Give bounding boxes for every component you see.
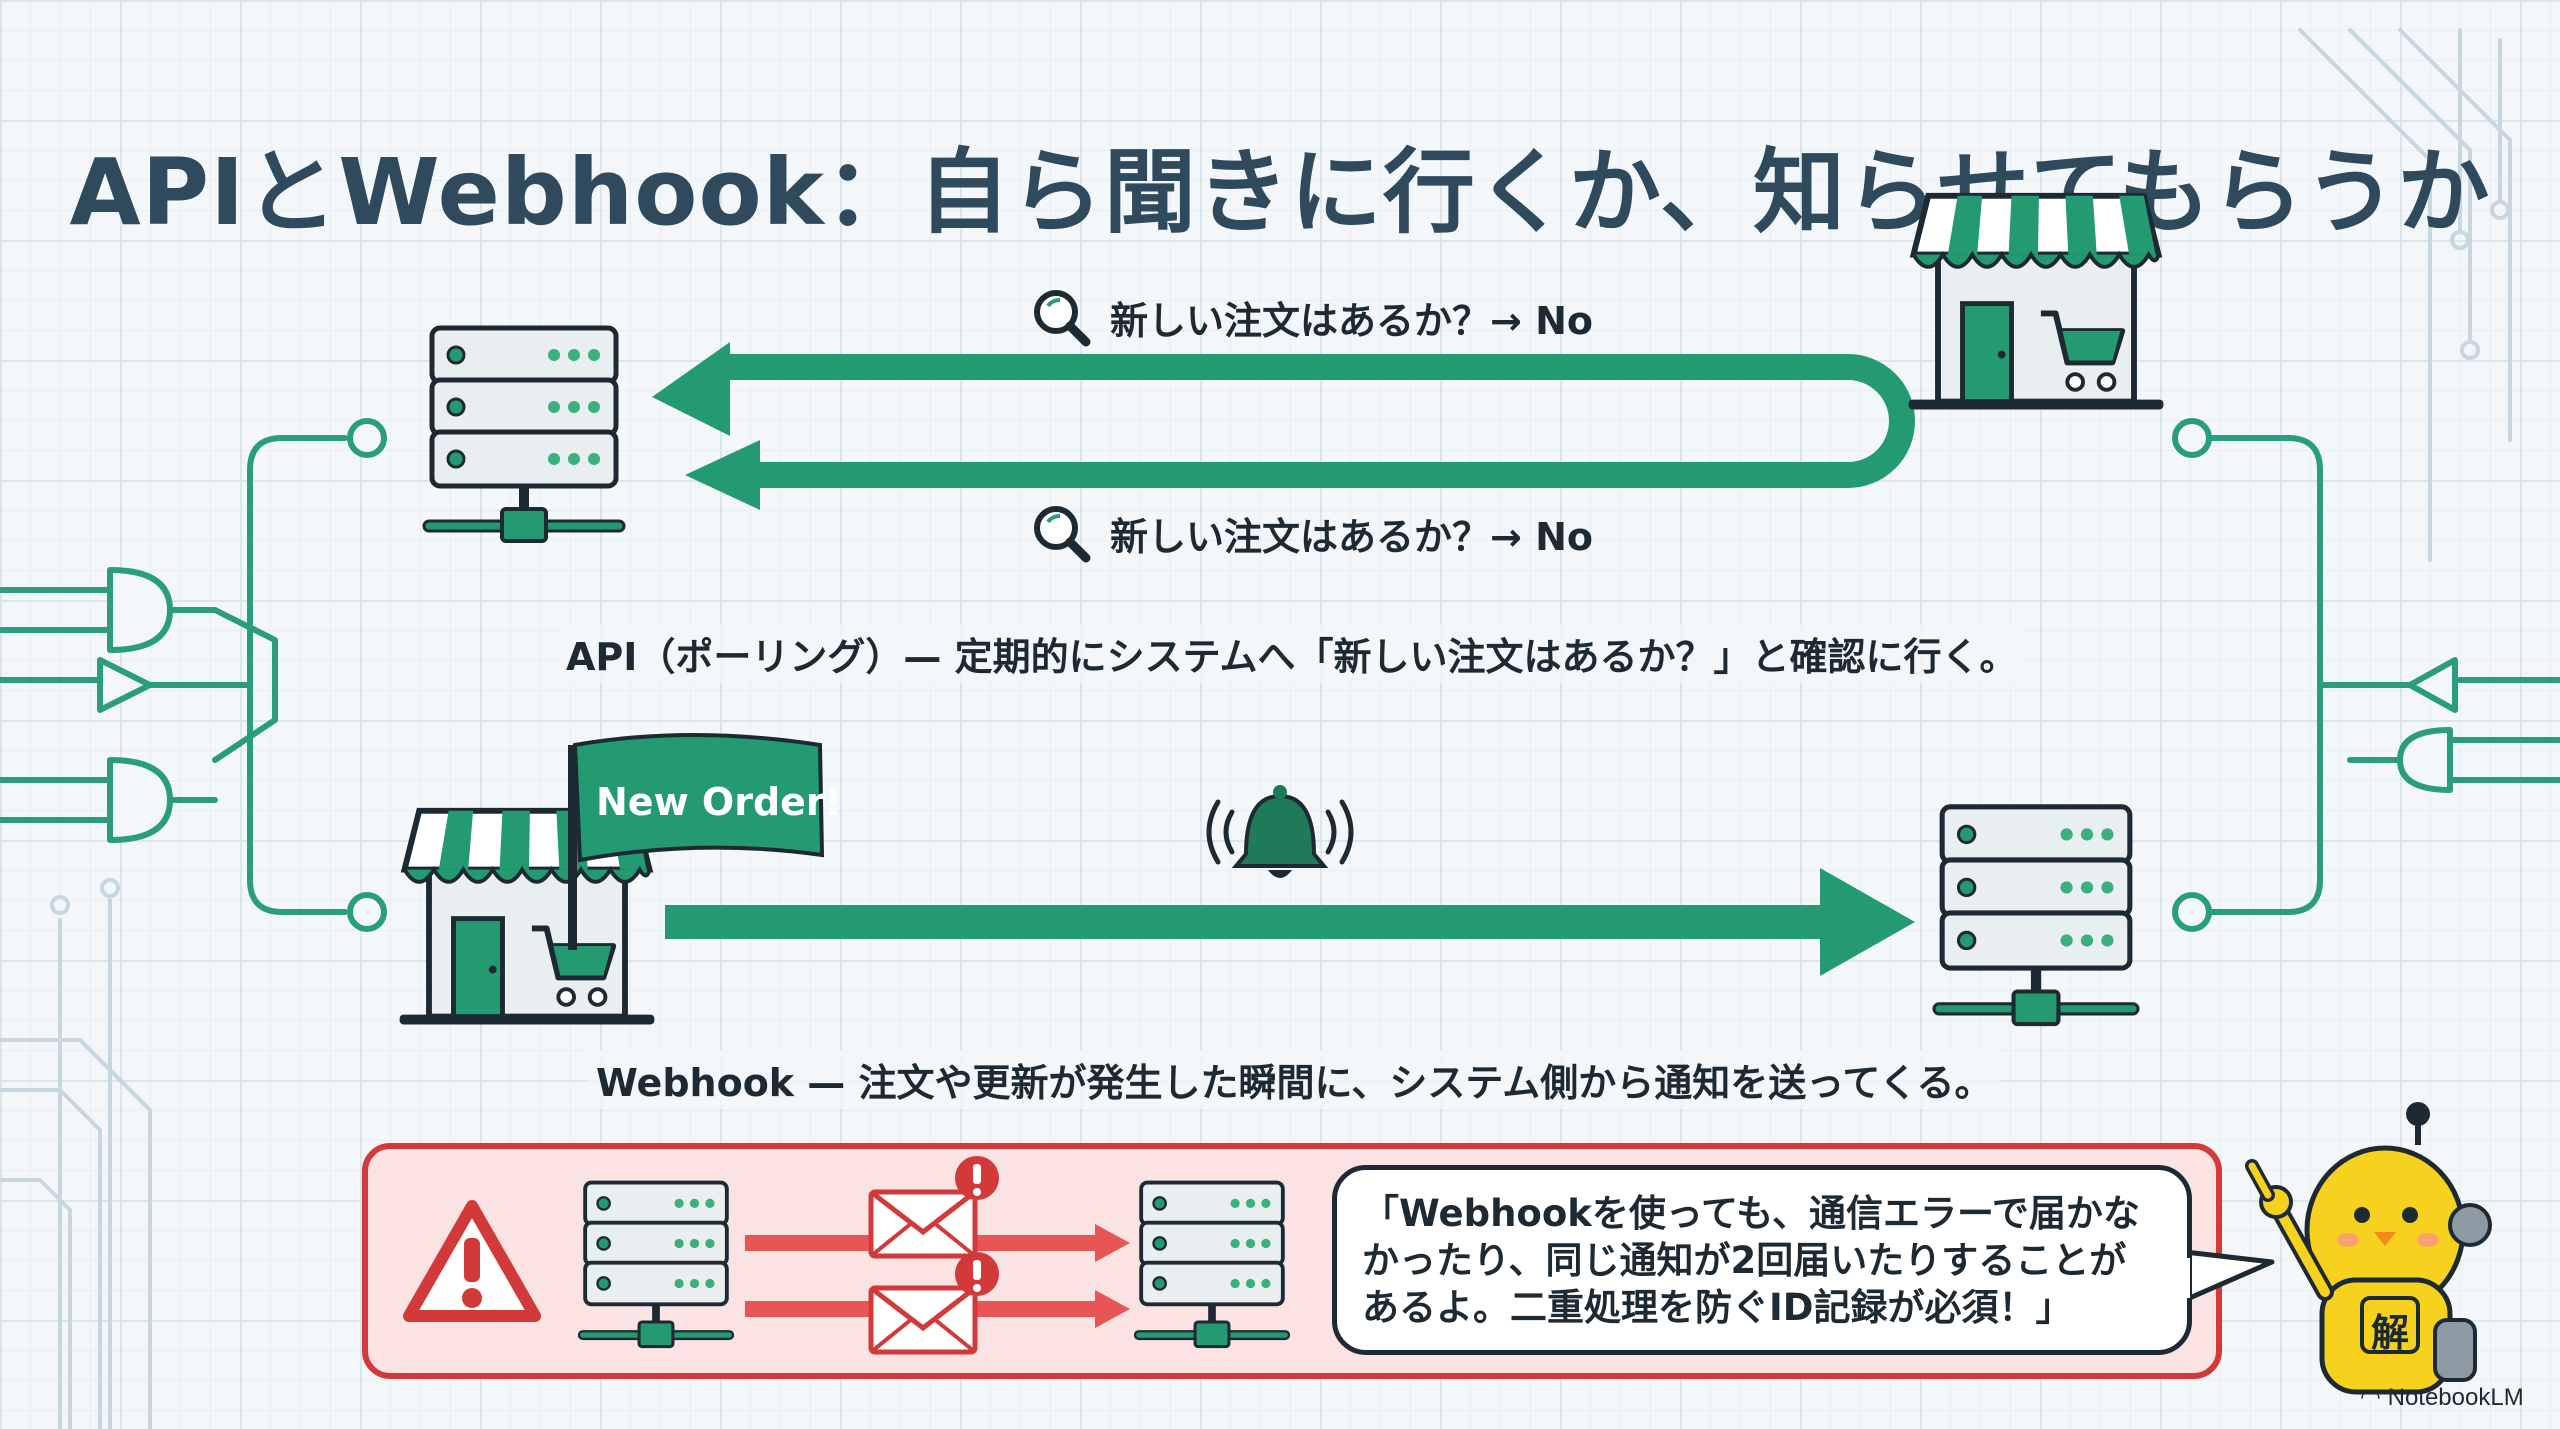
new-order-flag-label: New Order! — [596, 780, 842, 824]
notebooklm-brand: ◠ NotebookLM — [2360, 1383, 2524, 1412]
notebooklm-logo-icon: ◠ — [2360, 1384, 2388, 1411]
polling-query-top: 新しい注文はあるか？→ No — [1110, 299, 1593, 343]
polling-arrowhead-top — [652, 342, 730, 436]
polling-query-bottom: 新しい注文はあるか？→ No — [1110, 515, 1593, 559]
polling-caption: API（ポーリング）— 定期的にシステムへ「新しい注文はあるか？」と確認に行く。 — [558, 624, 2026, 683]
brand-label: NotebookLM — [2387, 1384, 2524, 1411]
new-order-flag — [568, 733, 825, 950]
speech-bubble-text: 「Webhookを使っても、通信エラーで届かな かったり、同じ通知が2回届いたり… — [1362, 1190, 2182, 1331]
webhook-caption: Webhook — 注文や更新が発生した瞬間に、システム側から通知を送ってくる。 — [588, 1050, 2001, 1109]
bubble-line: あるよ。二重処理を防ぐID記録が必須！」 — [1362, 1286, 2073, 1329]
polling-arrowhead-bottom — [685, 440, 760, 510]
bell-icon — [1206, 785, 1354, 878]
warning-icon — [403, 1200, 541, 1322]
polling-loop-arrow — [720, 354, 1915, 488]
webhook-arrow-shaft — [665, 905, 1835, 939]
webhook-arrowhead — [1820, 868, 1915, 976]
bubble-line: 「Webhookを使っても、通信エラーで届かな — [1362, 1192, 2140, 1235]
mascot-badge: 解 — [2370, 1311, 2409, 1355]
bubble-line: かったり、同じ通知が2回届いたりすることが — [1362, 1239, 2127, 1282]
